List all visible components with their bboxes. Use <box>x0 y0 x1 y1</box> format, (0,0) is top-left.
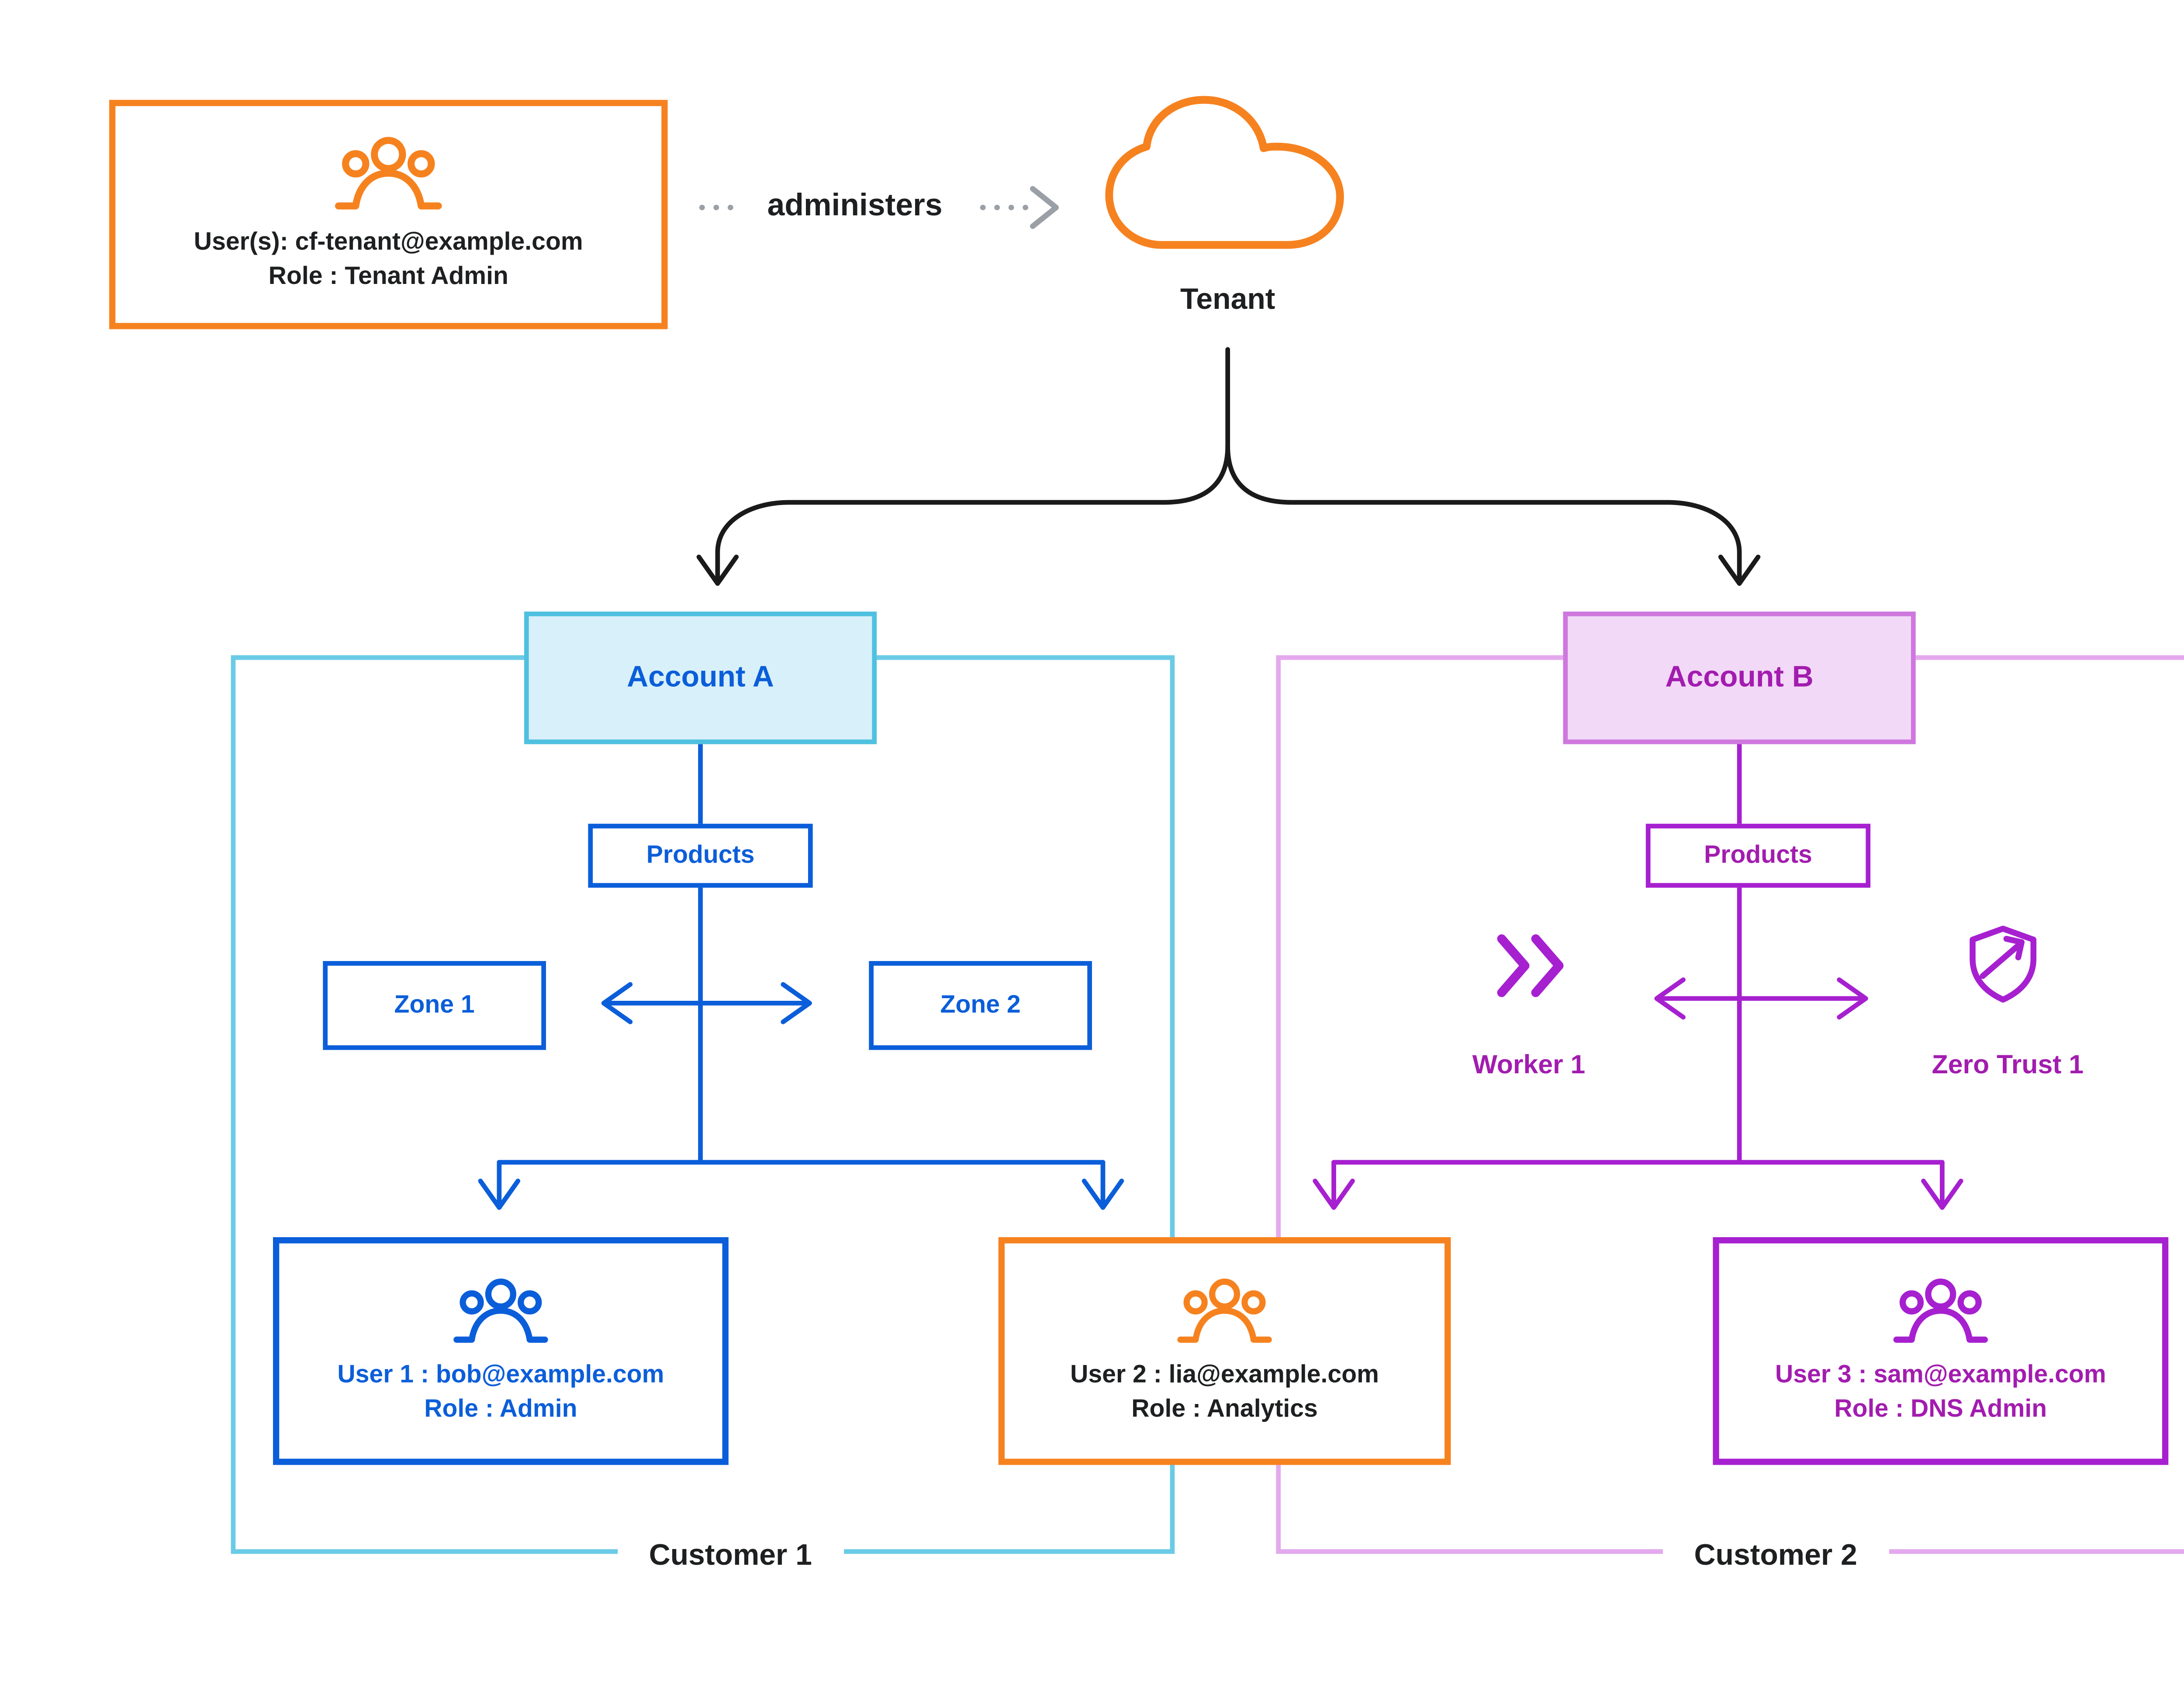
user-2-role: Role : Analytics <box>1131 1395 1318 1422</box>
zone-2-box: Zone 2 <box>869 961 1092 1050</box>
user-2-box: User 2 : lia@example.com Role : Analytic… <box>998 1237 1451 1465</box>
account-b-label: Account B <box>1665 660 1814 694</box>
users-icon <box>335 137 442 210</box>
tenant-label: Tenant <box>1180 284 1275 317</box>
products-a-label: Products <box>646 841 755 868</box>
account-a-tree-lines <box>478 742 1124 1210</box>
zone-1-box: Zone 1 <box>323 961 546 1050</box>
user-3-box: User 3 : sam@example.com Role : DNS Admi… <box>1713 1237 2169 1465</box>
account-a-box: Account A <box>524 611 877 744</box>
products-b-label: Products <box>1704 841 1812 868</box>
cloud-icon <box>1105 96 1344 249</box>
worker-1-label: Worker 1 <box>1472 1050 1586 1080</box>
administers-dotted-arrow <box>699 186 1059 229</box>
tenant-admin-role-line: Role : Tenant Admin <box>268 263 508 290</box>
user-1-role: Role : Admin <box>424 1395 577 1422</box>
account-b-tree-lines <box>1313 742 1963 1210</box>
user-3-role: Role : DNS Admin <box>1834 1395 2047 1422</box>
account-b-box: Account B <box>1563 611 1916 744</box>
tenant-admin-box: User(s): cf-tenant@example.com Role : Te… <box>109 100 668 329</box>
users-icon <box>1177 1278 1272 1342</box>
zone-2-label: Zone 2 <box>940 991 1021 1018</box>
customer-2-label: Customer 2 <box>1663 1535 1889 1579</box>
user-3-line: User 3 : sam@example.com <box>1775 1361 2106 1388</box>
tenant-to-accounts-arrow <box>696 347 1761 586</box>
customer-1-label: Customer 1 <box>618 1535 843 1579</box>
zero-trust-1-label: Zero Trust 1 <box>1932 1050 2084 1080</box>
shield-arrow-icon <box>1970 926 2037 1003</box>
account-a-label: Account A <box>627 660 774 694</box>
user-1-box: User 1 : bob@example.com Role : Admin <box>273 1237 729 1465</box>
worker-chevrons-icon <box>1497 934 1564 997</box>
administers-label: administers <box>767 189 943 223</box>
user-1-line: User 1 : bob@example.com <box>337 1361 664 1388</box>
products-box-a: Products <box>588 823 813 888</box>
user-2-line: User 2 : lia@example.com <box>1070 1361 1379 1388</box>
tenant-admin-user-line: User(s): cf-tenant@example.com <box>194 229 583 256</box>
zone-1-label: Zone 1 <box>394 991 475 1018</box>
users-icon <box>453 1278 548 1342</box>
users-icon <box>1893 1278 1988 1342</box>
products-box-b: Products <box>1645 823 1871 888</box>
